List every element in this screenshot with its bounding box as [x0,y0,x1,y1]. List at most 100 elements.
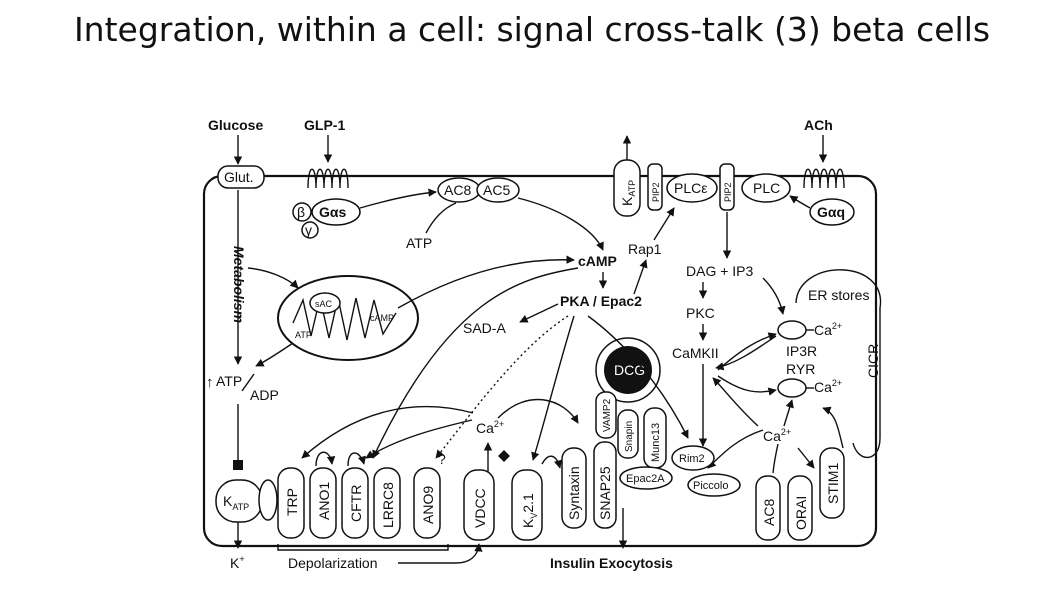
ach-receptor-icon [803,168,845,189]
insulin-exocytosis-label: Insulin Exocytosis [550,555,673,571]
ca-right-label: Ca2+ [763,427,791,444]
ac8-top-label: AC8 [444,182,471,198]
glucose-label: Glucose [208,117,263,133]
munc13-label: Munc13 [650,423,662,462]
snap25 [593,441,617,529]
dcg-granule [604,346,652,394]
rim2 [671,445,715,471]
ac5-label: AC5 [483,182,510,198]
syntaxin-label: Syntaxin [566,466,582,520]
sac [309,292,341,314]
depolarization-label: Depolarization [288,555,378,571]
ryr-label: RYR [786,361,815,377]
ac8-bottom-label: AC8 [761,499,777,526]
g-gamma [301,221,319,239]
potassium-label: K+ [230,554,245,571]
pka-epac2-label: PKA / Epac2 [560,293,642,309]
trp-label: TRP [284,488,300,516]
sac-label: sAC [315,299,333,309]
ano1-label: ANO1 [316,482,332,520]
plc [741,173,791,203]
signaling-diagram: Glucose GLP-1 ACh Glut. β γ Gαs Gαq AC8 … [198,108,886,578]
er-stores [795,269,881,459]
katp-top-label: KATP [619,180,637,206]
rap1-label: Rap1 [628,241,662,257]
vamp2-label: VAMP2 [602,398,613,432]
vdcc-label: VDCC [472,488,488,528]
katp-subunit [258,479,278,521]
er-ca-1: Ca2+ [814,321,842,338]
lrrc8-channel [373,467,401,539]
plc-epsilon [666,173,718,203]
question-mark: ? [438,451,446,467]
dcg-label: DCG [614,362,645,378]
g-alpha-q [809,198,855,226]
trp-channel [277,467,305,539]
g-beta-label: β [297,204,305,220]
pkc-label: PKC [686,305,715,321]
ano9-channel [413,467,441,539]
g-alpha-s [311,198,361,226]
g-beta [292,202,312,222]
pip2-left-label: PIP2 [651,182,661,202]
orai-channel [787,475,813,541]
snap25-label: SNAP25 [597,466,613,520]
orai-label: ORAI [793,496,809,530]
vamp2 [595,391,617,439]
slide-title: Integration, within a cell: signal cross… [73,10,991,49]
glp1-label: GLP-1 [304,117,345,133]
atp-source-label: ATP [406,235,432,251]
plc-label: PLC [753,180,780,196]
plc-epsilon-label: PLCε [674,180,707,196]
pip2-left [647,163,663,211]
piccolo-label: Piccolo [693,480,728,492]
cicr-label: CICR [865,344,881,378]
camkii-label: CaMKII [672,345,719,361]
atp-label: ATP [216,373,242,389]
dag-ip3-label: DAG + IP3 [686,263,754,279]
pip2-right [719,163,735,211]
ac8-bottom [755,475,781,541]
ryr-channel [777,378,807,398]
atp-up-arrow: ↑ [206,374,214,391]
ano9-label: ANO9 [420,486,436,524]
er-ca-2: Ca2+ [814,378,842,395]
mitochondrion [277,275,419,361]
adp-label: ADP [250,387,279,403]
g-gamma-label: γ [305,222,312,238]
glut-label: Glut. [224,169,254,185]
sad-a-label: SAD-A [463,320,506,336]
ca-vdcc-label: Ca2+ [476,419,504,436]
katp-block-icon [233,460,243,470]
lrrc8-label: LRRC8 [380,482,396,528]
g-alpha-q-label: Gαq [817,204,845,220]
mito-atp-label: ATP [295,330,312,340]
pip2-right-label: PIP2 [723,182,733,202]
stim1-label: STIM1 [825,463,841,504]
er-stores-label: ER stores [808,287,869,303]
epac2a [619,466,673,490]
cftr-channel [341,467,369,539]
g-alpha-s-label: Gαs [319,204,346,220]
ano1-channel [309,467,337,539]
ach-label: ACh [804,117,833,133]
epac2a-label: Epac2A [626,473,665,485]
stim1 [819,447,845,519]
rim2-label: Rim2 [679,453,705,465]
cell-membrane [202,174,878,548]
glut-transporter [217,165,265,189]
katp-bottom-label: KATP [223,493,249,512]
syntaxin [561,447,587,529]
metabolism-label: Metabolism [231,246,247,323]
ip3r-label: IP3R [786,343,817,359]
kv21-label: KV2.1 [520,493,539,528]
kv21-channel [511,469,543,541]
snapin-label: Snapin [624,421,635,452]
snapin [617,409,639,459]
ip3r-channel [777,320,807,340]
glp1-receptor-icon [307,168,349,189]
vdcc-channel [463,469,495,541]
inhibition-diamond-icon [498,450,510,462]
mito-camp-label: cAMP [370,313,394,323]
camp-label: cAMP [578,253,617,269]
